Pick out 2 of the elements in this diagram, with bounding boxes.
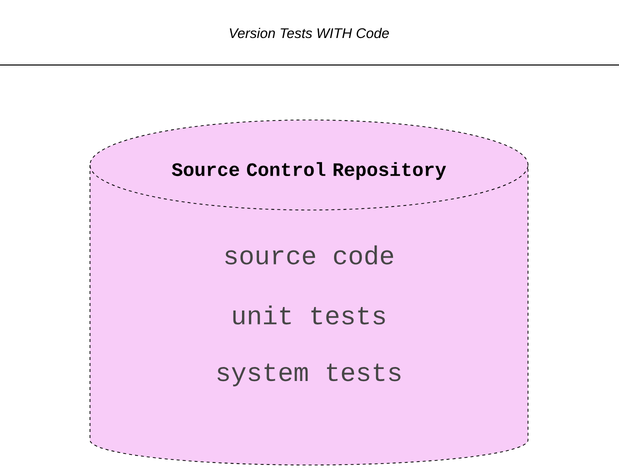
database-cylinder: Source Control Repository source code unit tests system tests [90,120,528,466]
title: Version Tests WITH Code [230,28,389,38]
